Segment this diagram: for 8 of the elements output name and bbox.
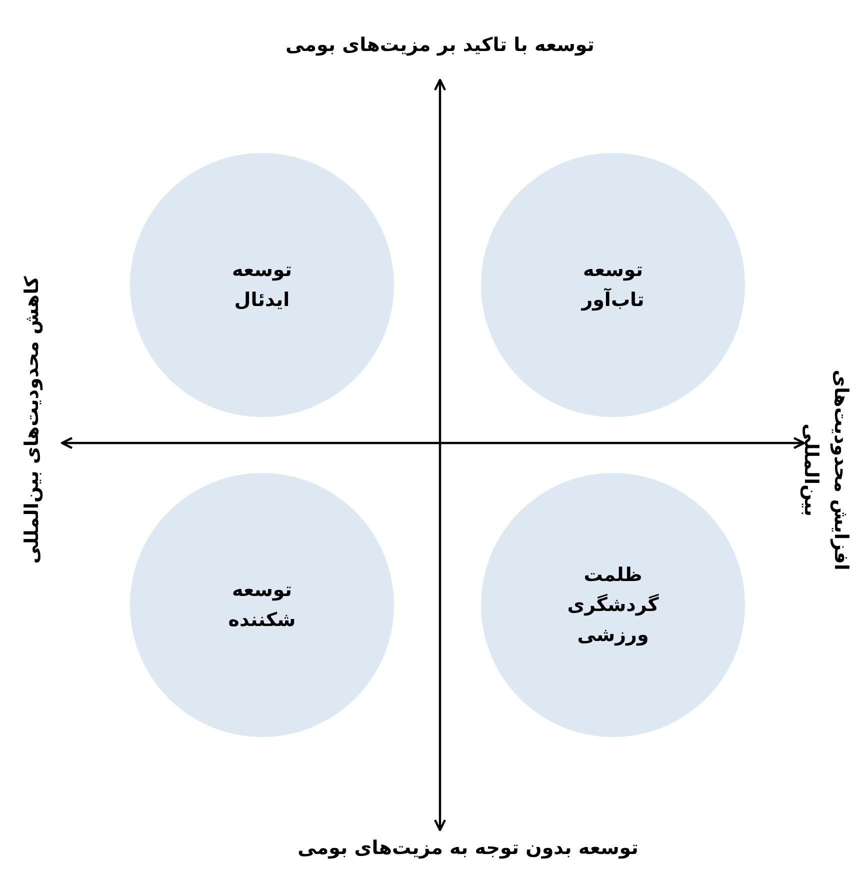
axis-label: توسعه بدون توجه به مزیت‌های بومی — [296, 836, 640, 861]
circle-label: ظلمت گردشگری ورزشی — [566, 563, 660, 648]
circle-label: توسعه ایدئال — [231, 258, 293, 313]
axis-label: توسعه با تاکید بر مزیت‌های بومی — [284, 33, 596, 58]
circle-label: توسعه شکننده — [227, 578, 297, 633]
axis-label: کاهش محدودیت‌های بین‌المللی — [20, 275, 44, 566]
axis-label: افزایش محدودیت‌های بین‌المللی — [799, 368, 853, 572]
circle-label: توسعه تاب‌آور — [580, 258, 646, 313]
